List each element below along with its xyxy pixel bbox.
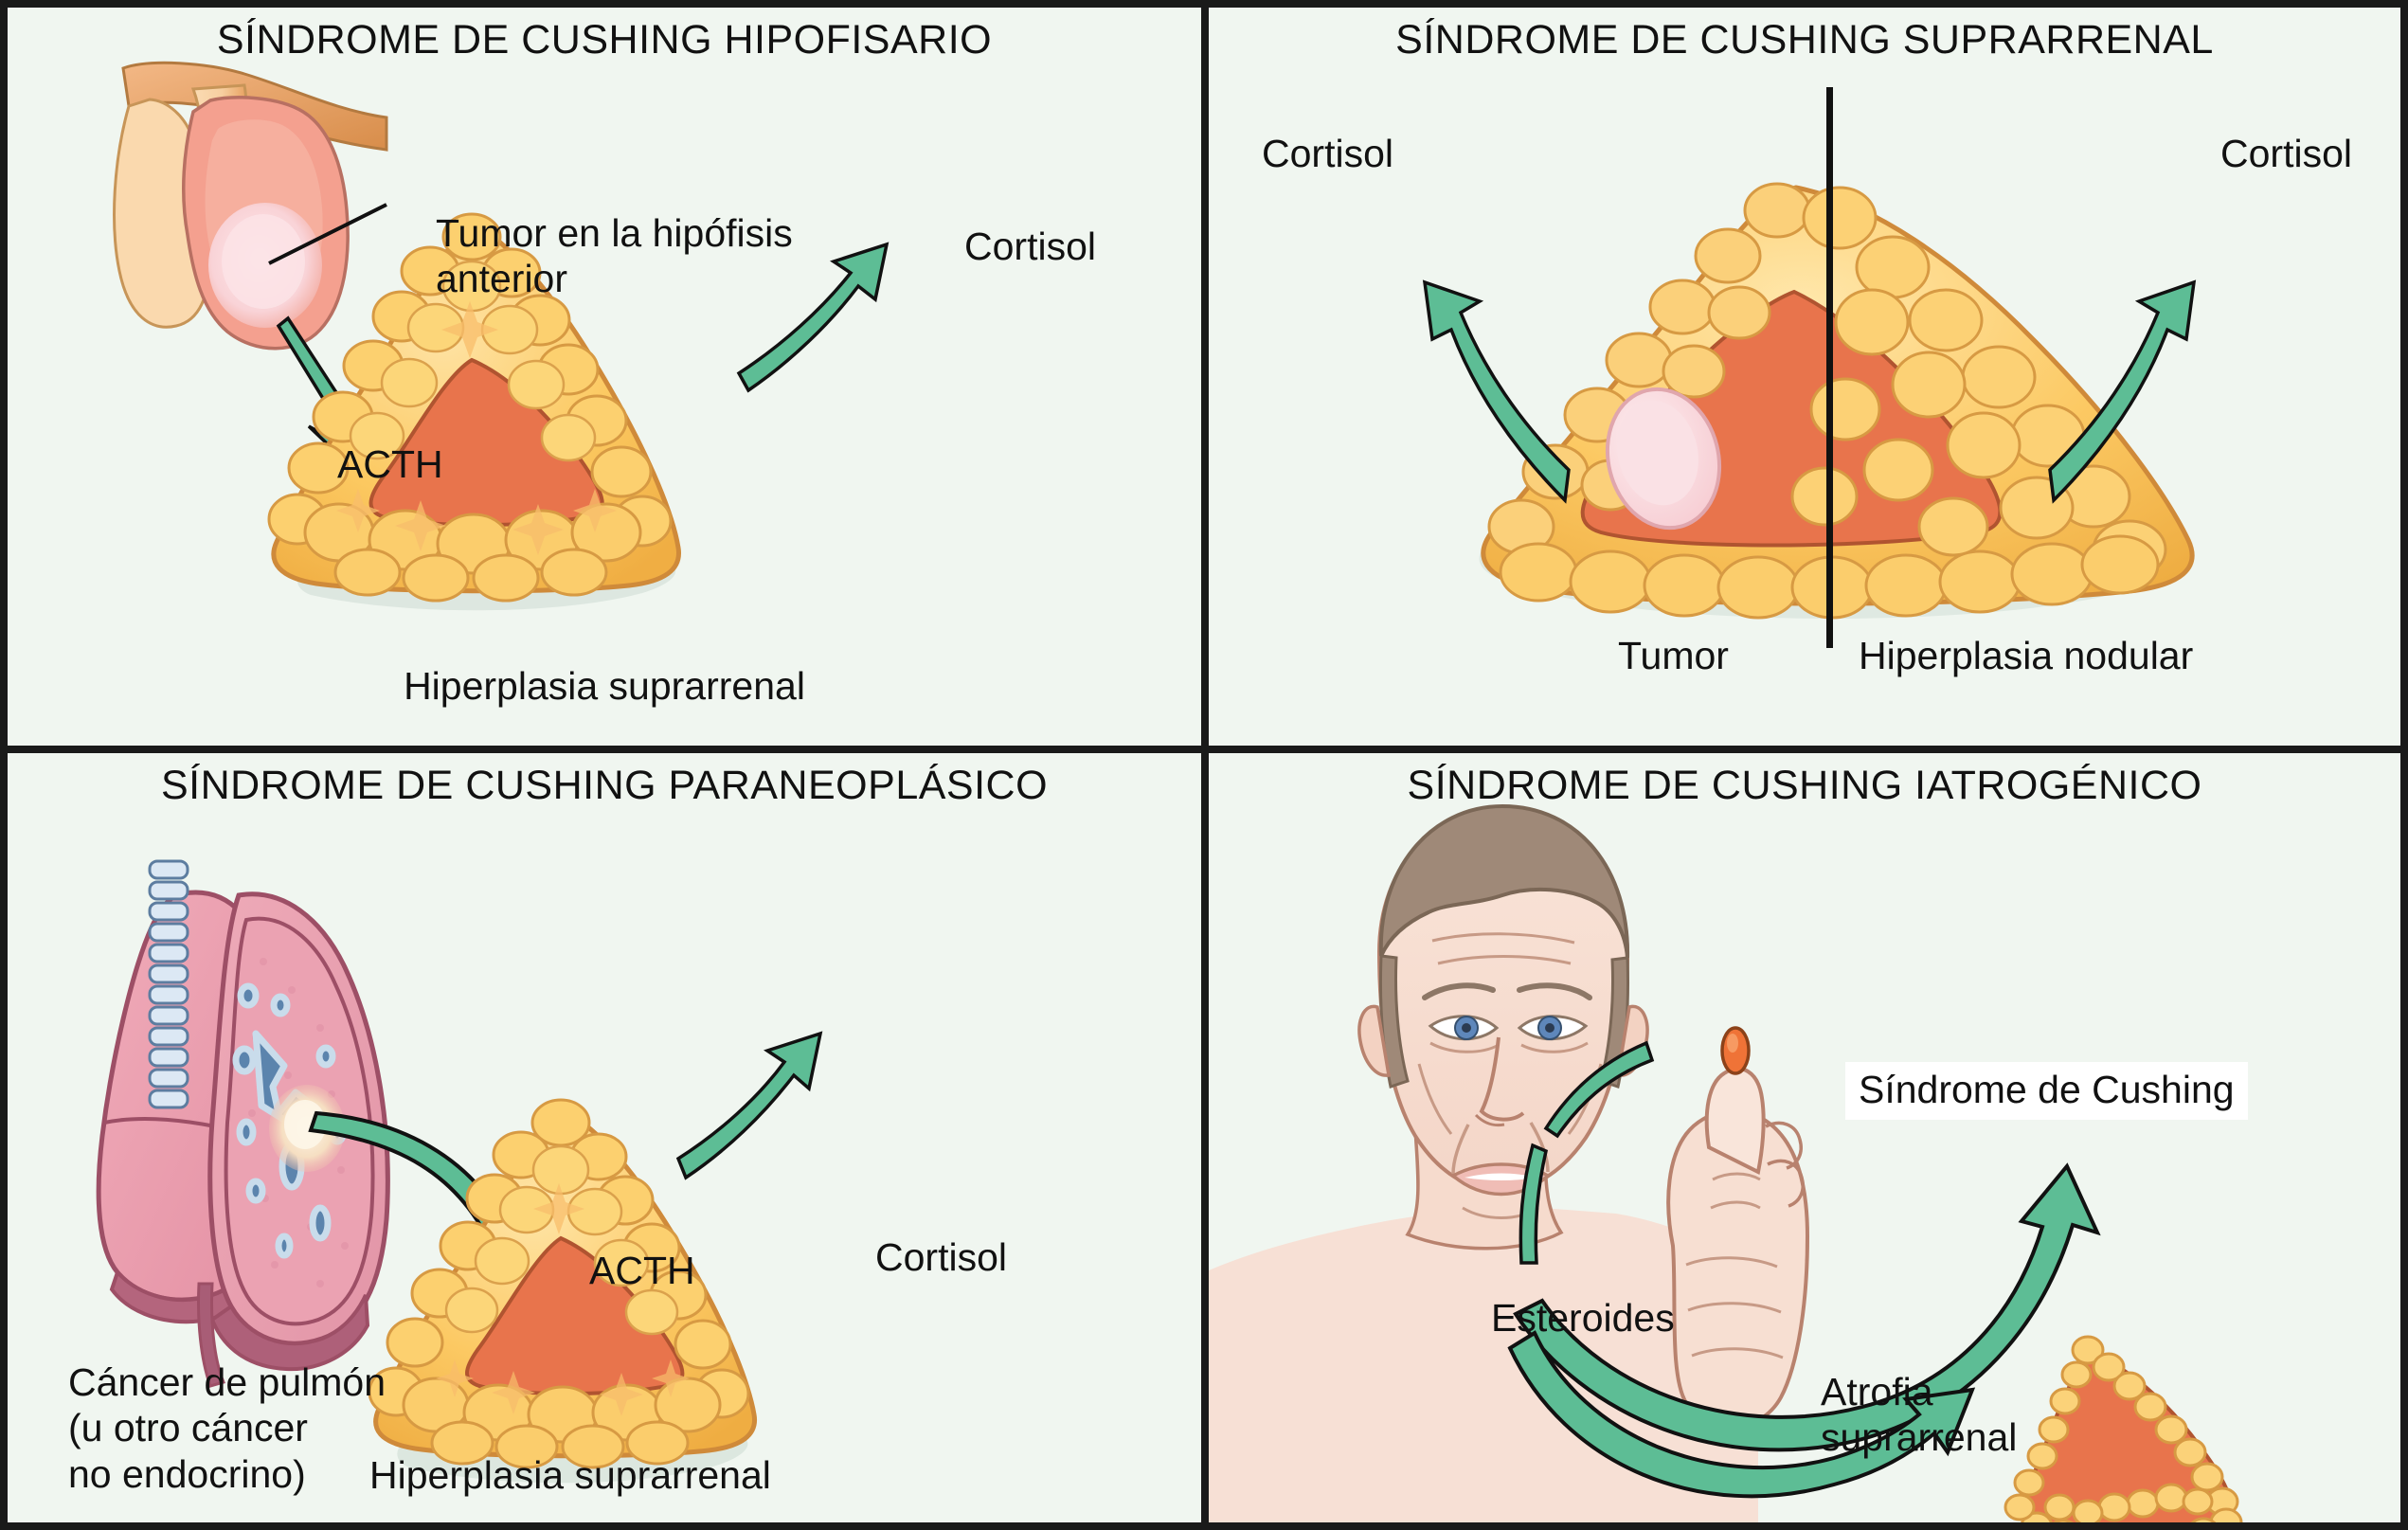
frame-border-left bbox=[0, 0, 8, 1530]
cortisol-label: Cortisol bbox=[875, 1235, 1007, 1279]
cortisol-left-label: Cortisol bbox=[1262, 132, 1393, 175]
cortisol-right-label: Cortisol bbox=[2220, 132, 2352, 175]
panel-adrenal: SÍNDROME DE CUSHING SUPRARRENAL bbox=[1209, 8, 2400, 746]
nodular-hyperplasia-label: Hiperplasia nodular bbox=[1859, 634, 2194, 677]
panel-title-pituitary: SÍNDROME DE CUSHING HIPOFISARIO bbox=[216, 17, 993, 63]
cortisol-label: Cortisol bbox=[964, 225, 1096, 268]
adrenal-hyperplasia-label: Hiperplasia suprarrenal bbox=[369, 1453, 771, 1497]
tumor-pituitary-label: Tumor en la hipófisis anterior bbox=[436, 211, 793, 301]
pituitary-panel-art bbox=[113, 61, 890, 611]
steroids-label: Esteroides bbox=[1491, 1296, 1675, 1340]
panel-pituitary: SÍNDROME DE CUSHING HIPOFISARIO bbox=[8, 8, 1201, 746]
acth-label: ACTH bbox=[589, 1249, 695, 1292]
frame-border-right bbox=[2400, 0, 2408, 1530]
tumor-label: Tumor bbox=[1618, 634, 1729, 677]
panel-title-adrenal: SÍNDROME DE CUSHING SUPRARRENAL bbox=[1395, 17, 2214, 63]
adrenal-panel-art bbox=[1422, 87, 2197, 648]
adrenal-atrophy-label: Atrofia suprarrenal bbox=[1821, 1370, 2018, 1460]
lung-cancer-label: Cáncer de pulmón (u otro cáncer no endoc… bbox=[68, 1360, 386, 1496]
adrenal-hyperplasia-label: Hiperplasia suprarrenal bbox=[404, 664, 805, 708]
iatrogenic-panel-art bbox=[1209, 803, 2243, 1522]
panel-title-iatrogenic: SÍNDROME DE CUSHING IATROGÉNICO bbox=[1407, 763, 2202, 808]
panel-paraneoplastic: SÍNDROME DE CUSHING PARANEOPLÁSICO bbox=[8, 753, 1201, 1522]
panel-title-paraneoplastic: SÍNDROME DE CUSHING PARANEOPLÁSICO bbox=[160, 763, 1049, 808]
paraneoplastic-panel-art bbox=[96, 859, 823, 1484]
acth-label: ACTH bbox=[337, 442, 443, 486]
frame-divider-vertical bbox=[1201, 0, 1209, 1530]
panel-iatrogenic: SÍNDROME DE CUSHING IATROGÉNICO bbox=[1209, 753, 2400, 1522]
cushing-syndrome-label: Síndrome de Cushing bbox=[1845, 1062, 2248, 1120]
